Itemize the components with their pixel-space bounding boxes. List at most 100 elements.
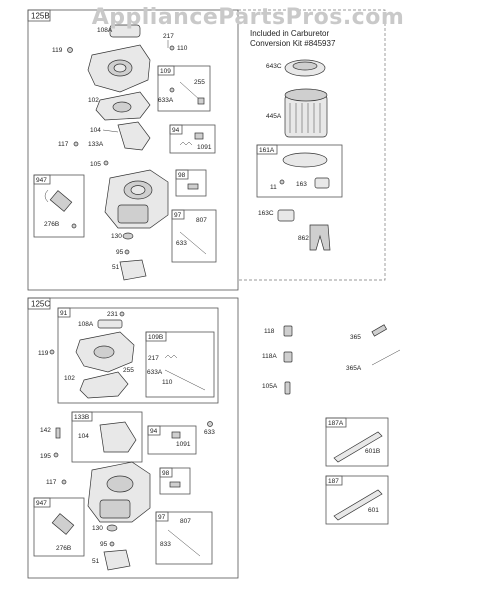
group-label-947-c: 947	[36, 500, 47, 507]
group-box-125b	[27, 9, 239, 291]
label-104-c: 104	[78, 433, 89, 440]
label-276b: 276B	[44, 221, 59, 228]
group-tag-97	[171, 209, 185, 220]
label-365: 365	[350, 334, 361, 341]
group-tag-98-c	[159, 467, 173, 478]
part-142-needle	[55, 427, 61, 439]
group-box-187a	[325, 417, 389, 467]
group-box-109b	[145, 331, 215, 398]
label-95: 95	[116, 249, 124, 256]
part-633-c-clip	[207, 421, 213, 427]
part-upper-body-bore-inner	[113, 63, 127, 73]
group-label-187a: 187A	[328, 420, 344, 427]
part-117-screw	[73, 141, 79, 147]
part-108a-c-gasket	[97, 319, 123, 329]
label-110-c: 110	[162, 379, 173, 386]
group-label-125c: 125C	[31, 300, 50, 309]
label-102: 102	[88, 97, 99, 104]
part-445a-pleats	[289, 103, 321, 133]
part-601-link	[333, 489, 383, 521]
group-box-133b	[71, 411, 143, 463]
group-label-98-c: 98	[162, 470, 170, 477]
part-133b-float	[99, 421, 137, 453]
part-105-pin	[103, 160, 109, 166]
part-947-c-solenoid	[51, 513, 75, 535]
label-807-c: 807	[180, 518, 191, 525]
part-1091-c-screw	[171, 431, 181, 439]
label-119: 119	[52, 47, 63, 54]
label-633: 633	[176, 240, 187, 247]
group-label-109: 109	[160, 68, 171, 75]
group-box-947-c	[33, 497, 85, 557]
label-51: 51	[112, 264, 120, 271]
part-231-screw	[119, 311, 125, 317]
label-163c: 163C	[258, 210, 274, 217]
label-108a-c: 108A	[78, 321, 94, 328]
part-217-c-spring	[164, 354, 178, 359]
label-601b: 601B	[365, 448, 380, 455]
part-118-jet	[283, 325, 293, 337]
label-133a: 133A	[88, 141, 104, 148]
label-862: 862	[298, 235, 309, 242]
group-tag-98	[175, 169, 189, 180]
label-633a: 633A	[158, 97, 174, 104]
group-box-947	[33, 174, 85, 238]
part-601b-link	[333, 431, 383, 463]
label-108a: 108A	[97, 27, 113, 34]
group-label-947: 947	[36, 177, 47, 184]
part-97-shaft	[179, 231, 207, 255]
part-carb-bore-inner	[130, 185, 146, 195]
group-label-125b: 125B	[31, 12, 50, 21]
group-tag-947-c	[33, 497, 51, 508]
part-102-c-gasket	[79, 371, 129, 399]
group-box-91	[57, 307, 219, 404]
group-tag-91	[57, 307, 71, 318]
part-633a-clip	[169, 87, 175, 93]
part-163-gasket	[314, 177, 330, 189]
part-947-solenoid	[49, 190, 73, 212]
group-box-187	[325, 475, 389, 525]
label-142: 142	[40, 427, 51, 434]
label-217-c: 217	[148, 355, 159, 362]
group-box-94-c	[147, 425, 197, 455]
group-box-98	[175, 169, 207, 197]
label-231: 231	[107, 311, 118, 318]
label-105a: 105A	[262, 383, 278, 390]
group-box-125c	[27, 297, 239, 579]
group-tag-125b	[27, 9, 51, 22]
label-117-c: 117	[46, 479, 57, 486]
part-161a-base	[282, 152, 328, 168]
label-217: 217	[163, 33, 174, 40]
group-tag-125c	[27, 297, 51, 310]
label-601: 601	[368, 507, 379, 514]
group-box-97	[171, 209, 217, 263]
part-95-screw	[124, 249, 130, 255]
part-133a-float	[117, 121, 151, 151]
part-947-wire	[44, 189, 49, 203]
label-119-c: 119	[38, 350, 49, 357]
part-117-c-screw	[61, 479, 67, 485]
group-tag-109b	[145, 331, 167, 342]
part-102-gasket-hole	[112, 101, 132, 113]
group-tag-133b	[71, 411, 93, 422]
part-95-c-screw	[109, 541, 115, 547]
part-51-c-gasket	[103, 549, 131, 571]
group-tag-97-c	[155, 511, 169, 522]
group-label-109b: 109B	[148, 334, 163, 341]
label-276b-c: 276B	[56, 545, 71, 552]
part-upper-body-c-bore	[93, 345, 115, 359]
label-833: 833	[160, 541, 171, 548]
part-130-c-plug	[106, 524, 118, 532]
part-255-spring	[179, 81, 201, 101]
part-110-screw	[169, 45, 175, 51]
label-807: 807	[196, 217, 207, 224]
leader-104	[102, 129, 119, 133]
label-163: 163	[296, 181, 307, 188]
part-118a-jet	[283, 351, 293, 363]
label-1091: 1091	[197, 144, 212, 151]
part-1091-screw	[194, 132, 204, 140]
label-117: 117	[58, 141, 69, 148]
part-862-bracket	[309, 224, 331, 251]
label-130-c: 130	[92, 525, 103, 532]
part-carb-body-c-bowl	[99, 499, 131, 519]
